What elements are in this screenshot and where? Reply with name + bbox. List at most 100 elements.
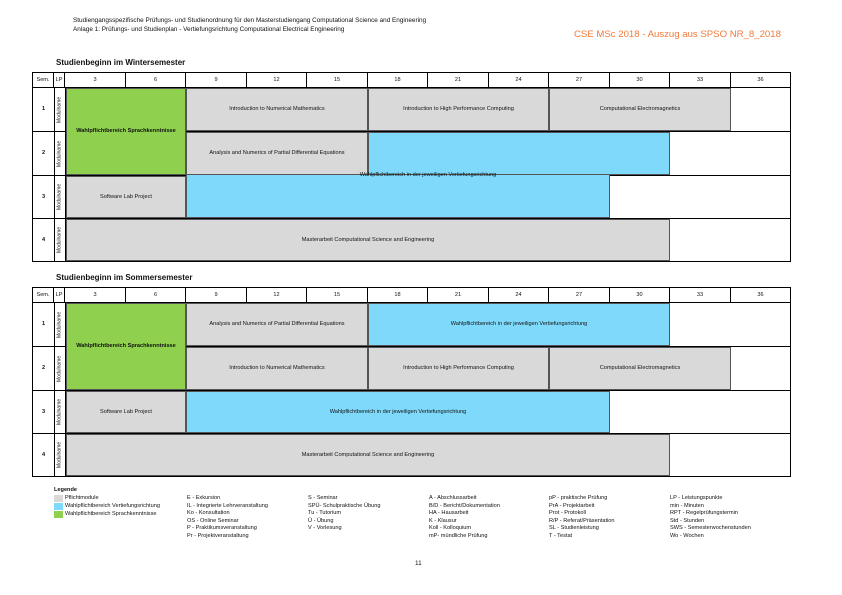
legend-label: Wahlpflichtbereich Sprachkenntnisse [65,511,157,517]
legend-label: Wahlpflichtbereich Vertiefungsrichtung [65,503,160,509]
module-vertiefung [368,132,670,175]
semester-number: 3 [41,193,46,200]
module-software-lab: Software Lab Project [66,391,186,433]
module-electromagnetics: Computational Electromagnetics [549,88,731,131]
row-label-modulname: Modulname [56,398,63,426]
legend-entry: pP - praktische Prüfung [549,495,608,501]
doc-header-line1: Studiengangsspezifische Prüfungs- und St… [73,17,427,24]
legend-entry: RPT - Regelprüfungstermin [670,510,738,517]
legend-entry: V - Vorlesung [308,525,342,532]
module-vertiefung: Wahlpflichtbereich in der jeweiligen Ver… [368,303,670,346]
header-col: 9 [186,73,247,87]
legend-entry: K - Klausur [429,517,457,524]
legend-entry: Ko - Konsultation [187,510,230,517]
legend-entry: min - Minuten [670,502,704,509]
legend-col3: A - Abschlussarbeit B/D - Bericht/Dokume… [429,495,500,541]
module-pde: Analysis and Numerics of Partial Differe… [186,303,368,346]
module-software-lab: Software Lab Project [66,176,186,218]
module-vertiefung-label: Wahlpflichtbereich in der jeweiligen Ver… [359,171,497,178]
legend-entry: IL - Integrierte Lehrveranstaltung [187,502,268,509]
module-sprachkenntnisse: Wahlpflichtbereich Sprachkenntnisse [66,88,186,175]
semester-number: 3 [41,408,46,415]
header-col: 30 [610,73,670,87]
legend-entry: Koll - Kolloquium [429,525,471,532]
header-sem: Sem. [33,288,54,302]
winter-study-plan-table: Sem. LP 3 6 9 12 15 18 21 24 27 30 33 36… [32,72,791,262]
module-masterarbeit: Masterarbeit Computational Science and E… [66,219,670,261]
summer-section-title: Studienbeginn im Sommersemester [56,273,193,282]
header-col: 6 [126,73,186,87]
doc-header-line2: Anlage 1: Prüfungs- und Studienplan - Ve… [73,26,345,33]
legend-entry: Tu - Tutorium [308,510,342,517]
header-col: 6 [126,288,186,302]
row-label-modulname: Modulname [56,226,63,254]
header-col: 24 [489,73,549,87]
header-col: 3 [65,73,126,87]
table-header-row: Sem. LP 3 6 9 12 15 18 21 24 27 30 33 36 [33,73,790,87]
semester-number: 2 [41,365,46,371]
module-electromagnetics: Computational Electromagnetics [549,347,731,390]
header-sem: Sem. [33,73,54,87]
legend-entry: SPÜ- Schulpraktische Übung [308,502,381,509]
row-label-modulname: Modulname [56,441,63,469]
legend-entry: Prot - Protokoll [549,510,586,517]
header-col: 33 [670,73,731,87]
legend-entry: Pr - Projektveranstaltung [187,532,249,539]
header-lp: LP [54,288,65,302]
legend-entry: HA - Hausarbeit [429,510,469,517]
header-col: 36 [757,291,764,298]
legend-entry: E - Exkursion [187,495,221,501]
module-hpc: Introduction to High Performance Computi… [368,347,549,390]
legend-entry: LP - Leistungspunkte [670,495,723,501]
legend-entry: PrA - Projektarbeit [549,502,595,509]
legend-swatch-pflicht [54,495,63,502]
legend-title: Legende [54,487,78,493]
header-col: 27 [549,288,610,302]
row-label-modulname: Modulname [56,355,63,382]
summer-study-plan-table: Sem. LP 3 6 9 12 15 18 21 24 27 30 33 36… [32,287,791,477]
header-col: 12 [247,73,307,87]
module-hpc: Introduction to High Performance Computi… [368,88,549,131]
legend-entry: SL - Studienleistung [549,525,599,532]
legend-entry: mP- mündliche Prüfung [429,532,488,539]
module-numerical-mathematics: Introduction to Numerical Mathematics [186,88,368,131]
header-col: 33 [670,288,731,302]
legend-swatch-sprache [54,511,63,518]
legend-entry: Wo - Wochen [670,532,704,539]
header-col: 9 [186,288,247,302]
header-col: 18 [368,288,428,302]
legend-entry: T - Testat [549,532,573,539]
module-sprachkenntnisse: Wahlpflichtbereich Sprachkenntnisse [66,303,186,390]
legend-entry: Ü - Übung [308,517,334,524]
header-col: 18 [368,73,428,87]
legend-entry: S - Seminar [308,495,338,501]
legend-label: Pflichtmodule [65,495,99,501]
header-col: 15 [307,288,368,302]
semester-number: 2 [41,150,46,156]
header-col: 21 [428,73,489,87]
doc-reference: CSE MSc 2018 - Auszug aus SPSO NR_8_2018 [574,29,781,40]
legend-entry: A - Abschlussarbeit [429,495,477,501]
row-label-modulname: Modulname [56,183,63,211]
legend-col1: E - Exkursion IL - Integrierte Lehrveran… [187,495,268,541]
header-col: 12 [247,288,307,302]
table-header-row: Sem. LP 3 6 9 12 15 18 21 24 27 30 33 36 [33,288,790,302]
winter-section-title: Studienbeginn im Wintersemester [56,58,186,67]
legend-swatch-vertiefung [54,503,63,510]
header-col: 3 [65,288,126,302]
semester-number: 1 [41,321,46,327]
row-label-modulname: Modulname [56,96,63,123]
legend-col4: pP - praktische Prüfung PrA - Projektarb… [549,495,615,541]
legend-col5: LP - Leistungspunkte min - Minuten RPT -… [670,495,751,541]
legend-col2: S - Seminar SPÜ- Schulpraktische Übung T… [308,495,380,533]
module-vertiefung: Wahlpflichtbereich in der jeweiligen Ver… [186,391,610,433]
legend-entry: P - Praktikumsveranstaltung [187,525,257,532]
legend-entry: Std - Stunden [670,517,705,524]
legend-entry: R/P - Referat/Präsentation [549,517,615,524]
header-col: 15 [307,73,368,87]
header-col: 27 [549,73,610,87]
semester-number: 1 [41,106,46,112]
legend-entry: SWS - Semesterwochenstunden [670,525,751,532]
row-label-modulname: Modulname [56,140,63,167]
module-vertiefung [186,175,610,218]
